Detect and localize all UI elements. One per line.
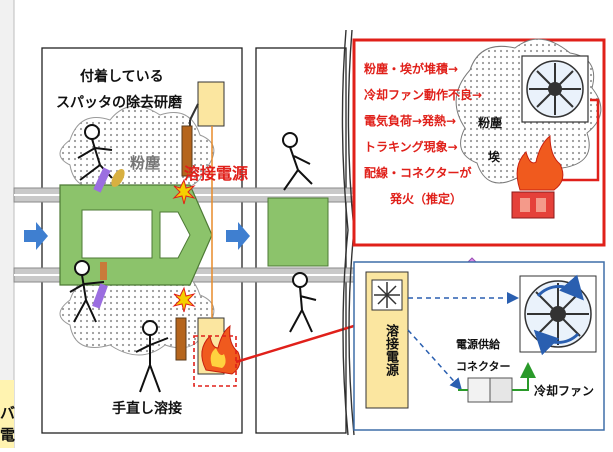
welding-gun-lower [175,317,187,361]
label-dust: 粉塵 [130,154,161,172]
left-edge-strip [0,0,14,448]
worker-cell2-lower [289,272,317,333]
edge-yellow-tab [0,380,14,448]
label-welding-power: 溶接電源 [184,164,249,183]
connector-block-a [467,377,491,403]
welding-power-unit-upper [197,81,225,127]
cause-line-5: 配線・コネクターが [364,166,472,180]
equip-cooling-fan-label: 冷却ファン [534,384,595,398]
edge-fragment-1: バ [0,404,16,422]
equip-connector-label: コネクター [456,360,511,373]
car-body-next [267,197,329,267]
worker-welding [135,320,169,393]
grinder-tool-2 [92,283,108,309]
welding-gun-upper [181,125,193,177]
cause-line-2: 冷却ファン動作不良→ [364,88,483,102]
fan-small-icon [374,282,400,308]
equip-power-supply-label: 電源供給 [456,338,500,351]
spark-upper [172,178,196,205]
fan-dust-label-1: 粉塵 [478,116,503,130]
flow-arrow-1 [24,222,48,250]
work-cell-frame-2 [255,47,347,434]
label-spatter-removal: スパッタの除去研磨 [56,95,182,111]
cause-line-1: 粉塵・埃が堆積→ [364,62,459,76]
worker-grinding-upper [77,124,113,181]
worker-cell2-upper [282,132,313,191]
connector-block-b [489,377,513,403]
worker-grinding-lower [69,260,105,323]
cause-line-4: トラキング現象→ [364,140,458,154]
label-manual-weld: 手直し溶接 [112,401,182,417]
label-attached: 付着している [80,69,164,85]
flow-arrow-2 [226,222,250,250]
spark-lower [172,286,196,313]
grinder-tool-1 [93,167,111,193]
fire-flame-connector [516,134,564,191]
cause-line-6: 発火（推定） [390,192,463,206]
equip-welding-power-label: 溶接電源 [383,324,398,376]
edge-fragment-2: 電 [0,426,16,444]
burning-connector [511,191,555,219]
fan-dust-label-2: 埃 [488,150,501,164]
car-body-window [81,209,153,259]
cause-line-3: 電気負荷→発熱→ [364,114,457,128]
